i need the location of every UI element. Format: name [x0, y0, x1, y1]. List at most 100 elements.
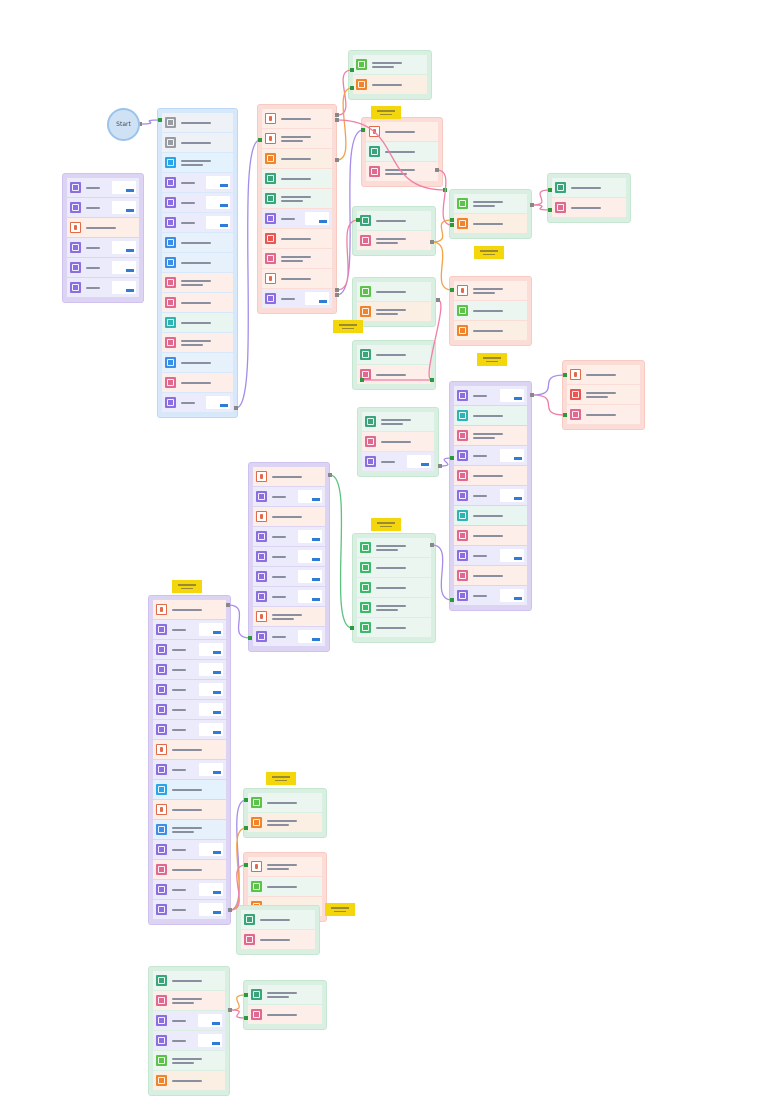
sticky-note[interactable] — [266, 772, 296, 785]
node-row[interactable] — [162, 213, 233, 232]
node-row[interactable] — [262, 229, 332, 248]
node-row[interactable] — [162, 133, 233, 152]
node-group-green[interactable] — [243, 788, 327, 838]
node-row[interactable] — [357, 302, 431, 321]
connection-wire[interactable] — [329, 474, 353, 629]
node-row[interactable] — [153, 720, 226, 739]
node-row[interactable] — [357, 365, 431, 384]
node-row[interactable] — [262, 209, 332, 228]
node-row[interactable] — [357, 345, 431, 364]
node-row[interactable] — [253, 547, 325, 566]
node-group-green[interactable] — [348, 50, 432, 100]
node-row[interactable] — [253, 587, 325, 606]
node-row[interactable] — [362, 412, 434, 431]
node-group-green[interactable] — [352, 277, 436, 327]
node-group-red[interactable] — [361, 117, 443, 187]
node-row[interactable] — [67, 198, 139, 217]
node-row[interactable] — [366, 142, 438, 161]
node-row[interactable] — [248, 793, 322, 812]
node-row[interactable] — [253, 607, 325, 626]
node-group-purple[interactable] — [62, 173, 144, 303]
node-row[interactable] — [67, 238, 139, 257]
node-row[interactable] — [153, 1051, 225, 1070]
node-row[interactable] — [253, 467, 325, 486]
node-group-purple[interactable] — [449, 381, 532, 611]
node-row[interactable] — [253, 627, 325, 646]
node-row[interactable] — [67, 218, 139, 237]
node-group-red[interactable] — [257, 104, 337, 314]
node-row[interactable] — [454, 214, 527, 233]
node-row[interactable] — [67, 258, 139, 277]
sticky-note[interactable] — [474, 246, 504, 259]
node-row[interactable] — [552, 198, 626, 217]
node-row[interactable] — [153, 640, 226, 659]
node-row[interactable] — [357, 578, 431, 597]
node-row[interactable] — [454, 566, 527, 585]
sticky-note[interactable] — [477, 353, 507, 366]
node-row[interactable] — [67, 278, 139, 297]
node-row[interactable] — [357, 538, 431, 557]
node-row[interactable] — [262, 149, 332, 168]
node-row[interactable] — [366, 122, 438, 141]
node-row[interactable] — [153, 971, 225, 990]
node-row[interactable] — [454, 386, 527, 405]
node-row[interactable] — [454, 486, 527, 505]
node-row[interactable] — [454, 446, 527, 465]
connection-port[interactable] — [436, 298, 440, 302]
node-row[interactable] — [153, 620, 226, 639]
node-row[interactable] — [567, 405, 640, 424]
connection-wire[interactable] — [531, 374, 566, 396]
node-row[interactable] — [162, 293, 233, 312]
node-row[interactable] — [153, 600, 226, 619]
node-group-green[interactable] — [357, 407, 439, 477]
sticky-note[interactable] — [172, 580, 202, 593]
node-group-red[interactable] — [449, 276, 532, 346]
node-row[interactable] — [153, 880, 226, 899]
node-row[interactable] — [153, 700, 226, 719]
node-row[interactable] — [262, 269, 332, 288]
node-row[interactable] — [153, 780, 226, 799]
node-row[interactable] — [454, 194, 527, 213]
connection-wire[interactable] — [531, 394, 566, 416]
node-row[interactable] — [262, 249, 332, 268]
node-row[interactable] — [353, 75, 427, 94]
node-row[interactable] — [153, 660, 226, 679]
node-row[interactable] — [67, 178, 139, 197]
node-row[interactable] — [253, 507, 325, 526]
node-row[interactable] — [153, 680, 226, 699]
node-row[interactable] — [357, 211, 431, 230]
node-row[interactable] — [241, 930, 315, 949]
node-row[interactable] — [248, 985, 322, 1004]
sticky-note[interactable] — [371, 518, 401, 531]
node-row[interactable] — [153, 1071, 225, 1090]
node-row[interactable] — [253, 567, 325, 586]
node-group-green[interactable] — [449, 189, 532, 239]
node-row[interactable] — [454, 466, 527, 485]
node-row[interactable] — [567, 385, 640, 404]
node-row[interactable] — [153, 740, 226, 759]
node-row[interactable] — [454, 406, 527, 425]
node-row[interactable] — [153, 1011, 225, 1030]
node-row[interactable] — [262, 109, 332, 128]
node-row[interactable] — [241, 910, 315, 929]
node-row[interactable] — [162, 313, 233, 332]
sticky-note[interactable] — [325, 903, 355, 916]
node-row[interactable] — [262, 169, 332, 188]
sticky-note[interactable] — [333, 320, 363, 333]
node-row[interactable] — [454, 281, 527, 300]
node-row[interactable] — [248, 813, 322, 832]
node-row[interactable] — [357, 231, 431, 250]
node-group-purple[interactable] — [248, 462, 330, 652]
node-row[interactable] — [357, 282, 431, 301]
node-row[interactable] — [357, 558, 431, 577]
node-group-purple[interactable] — [148, 595, 231, 925]
node-row[interactable] — [262, 189, 332, 208]
node-group-green[interactable] — [352, 206, 436, 256]
node-row[interactable] — [162, 253, 233, 272]
start-node[interactable]: Start — [107, 108, 140, 141]
node-row[interactable] — [454, 526, 527, 545]
node-row[interactable] — [353, 55, 427, 74]
node-group-green[interactable] — [352, 533, 436, 643]
node-row[interactable] — [567, 365, 640, 384]
node-row[interactable] — [362, 432, 434, 451]
